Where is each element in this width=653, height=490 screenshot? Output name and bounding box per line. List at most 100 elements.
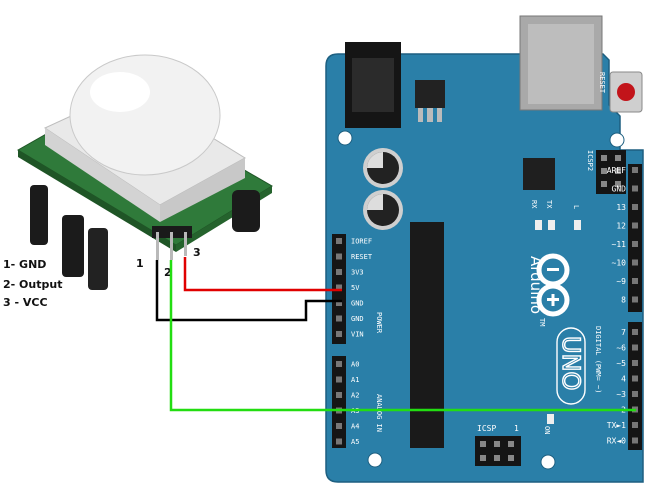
pin-number-2: 2 — [164, 266, 172, 279]
pin-label: GND — [351, 300, 364, 308]
usb-inner — [528, 24, 594, 104]
header-pin-hole — [336, 300, 342, 306]
led-l — [574, 220, 581, 230]
pin-label: 13 — [616, 203, 626, 212]
pin-label: ~3 — [616, 390, 626, 399]
pin-label: ~6 — [616, 344, 626, 353]
wire-gnd — [155, 260, 342, 322]
led-on — [547, 414, 554, 424]
icsp2-label: ICSP2 — [586, 150, 594, 171]
pin-number-1: 1 — [136, 257, 144, 270]
fresnel-dome — [69, 54, 221, 176]
icsp-pin1-label: 1 — [514, 424, 519, 433]
digital-label: DIGITAL (PWM= ~) — [594, 326, 602, 393]
voltage-regulator — [415, 80, 445, 108]
legend-vcc: 3 - VCC — [3, 296, 48, 309]
regulator-tab — [427, 108, 433, 122]
pin-label: VIN — [351, 331, 364, 339]
digital-header-bottom — [628, 322, 642, 450]
header-pin-hole — [632, 296, 638, 303]
reset-label: RESET — [598, 72, 606, 94]
pir-sensor — [17, 54, 273, 290]
wire-vcc — [183, 257, 342, 292]
icsp-label: ICSP — [477, 424, 496, 433]
pin-label: 3V3 — [351, 269, 364, 277]
icsp-header — [475, 436, 521, 466]
header-pin-hole — [632, 167, 638, 173]
header-pin-hole — [632, 241, 638, 247]
pin-number-3: 3 — [193, 246, 201, 259]
header-pin-hole — [632, 360, 638, 366]
arduino-logo — [536, 253, 570, 317]
led-l-label: L — [572, 205, 580, 209]
legend-output: 2- Output — [3, 278, 62, 291]
header-pin-hole — [601, 168, 607, 174]
header-pin-hole — [632, 185, 638, 192]
header-pin-hole — [615, 168, 621, 174]
pin-label: RX◄0 — [607, 437, 626, 446]
header-pin-hole — [632, 259, 638, 266]
mounting-hole — [367, 452, 383, 468]
pin-label: 12 — [616, 222, 626, 231]
pin-label: GND — [612, 185, 627, 194]
header-pin-hole — [615, 155, 621, 161]
header-pin-hole — [336, 253, 342, 260]
brand-tm: TM — [538, 318, 546, 326]
pin-label: A1 — [351, 376, 359, 384]
header-pin-hole — [336, 376, 342, 383]
sensor-pin — [156, 232, 159, 260]
pin-label: ~11 — [612, 240, 627, 249]
sensor-pcb-edge — [18, 150, 176, 252]
dome-highlight — [90, 72, 150, 112]
atmega-chip — [410, 222, 444, 448]
pin-label: A5 — [351, 438, 359, 446]
header-pin-hole — [632, 278, 638, 284]
regulator-tab — [437, 108, 442, 122]
power-label: POWER — [375, 312, 383, 334]
analog-header — [332, 356, 346, 448]
pin-label: A0 — [351, 361, 359, 369]
header-pin-hole — [480, 455, 486, 461]
pin-label: IOREF — [351, 238, 372, 246]
header-pin-hole — [601, 181, 607, 187]
header-pin-hole — [632, 204, 638, 210]
lens-base-side — [160, 158, 245, 222]
pin-label: A2 — [351, 392, 359, 400]
header-pin-hole — [336, 315, 342, 322]
sensor-pin — [184, 232, 187, 256]
header-pin-hole — [336, 238, 342, 244]
header-pin-hole — [601, 155, 607, 161]
capacitor — [363, 148, 403, 188]
legend-gnd: 1- GND — [3, 258, 46, 271]
brand-text: Arduino — [527, 256, 545, 314]
header-pin-hole — [632, 391, 638, 397]
pin-label: 7 — [621, 328, 626, 337]
header-pin-hole — [336, 284, 342, 291]
header-pin-hole — [508, 455, 514, 461]
mounting-hole — [609, 132, 625, 148]
pin-label: ~9 — [616, 277, 626, 286]
pin-label: TX►1 — [607, 421, 626, 430]
header-pin-hole — [494, 455, 500, 461]
header-pin-hole — [632, 329, 638, 335]
led-tx — [548, 220, 555, 230]
header-pin-hole — [632, 375, 638, 382]
uno-text: UNO — [557, 336, 585, 390]
dc-jack-opening — [352, 58, 394, 112]
header-pin-hole — [494, 441, 500, 447]
header-pin-hole — [508, 441, 514, 447]
usb-chip — [523, 158, 555, 190]
header-pin-hole — [632, 344, 638, 351]
pin-label: GND — [351, 315, 364, 323]
header-pin-hole — [336, 423, 342, 429]
header-pin-hole — [336, 392, 342, 398]
led-rx — [535, 220, 542, 230]
uno-logo: UNO — [556, 327, 586, 405]
header-pin-hole — [336, 269, 342, 275]
reset-button[interactable] — [609, 71, 643, 113]
pin-label: AREF — [607, 166, 626, 175]
header-pin-hole — [615, 181, 621, 187]
